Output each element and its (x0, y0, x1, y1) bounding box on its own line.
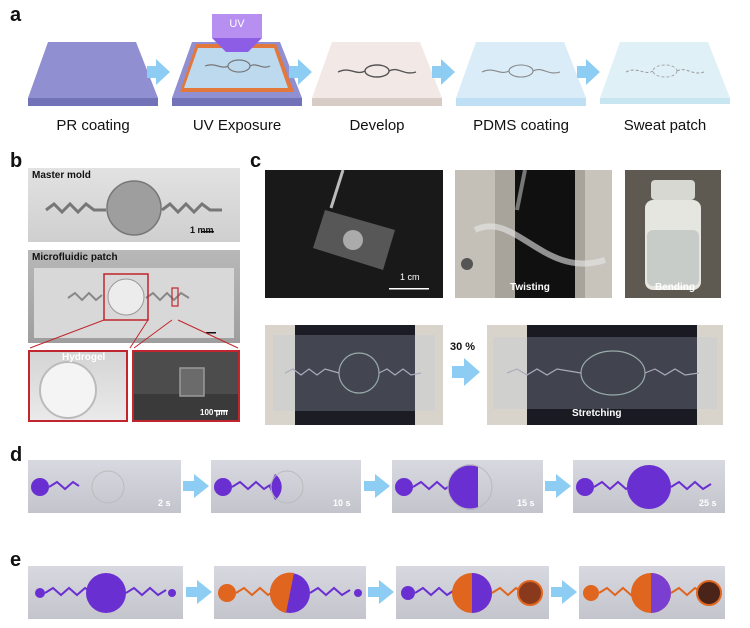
microfluidic-patch-photo (28, 250, 240, 343)
bending-label: Bending (655, 282, 695, 293)
twisting-photo (455, 170, 612, 298)
patch-on-black-photo (265, 170, 443, 298)
sweat-patch-plate (600, 42, 730, 104)
panel-label-b: b (10, 150, 23, 172)
d-arrow-1 (183, 474, 209, 498)
scale-bar-1cm: 1 cm (400, 272, 420, 282)
d-arrow-3 (545, 474, 571, 498)
uv-label: UV (229, 18, 245, 30)
sem-zoom-photo (132, 350, 240, 422)
time-25s: 25 s (699, 498, 717, 508)
twisting-label: Twisting (510, 282, 550, 293)
color-change-1-photo (28, 566, 183, 619)
pre-stretch-photo (265, 325, 443, 425)
stretched-photo (487, 325, 723, 425)
master-mold-label: Master mold (32, 170, 91, 181)
pdms-coating-plate (456, 42, 586, 106)
zoom-guide-lines (29, 319, 239, 349)
e-arrow-1 (186, 580, 212, 604)
hydrogel-zoom-photo (28, 350, 128, 422)
fabrication-steps (28, 14, 730, 106)
bending-photo (625, 170, 721, 298)
panel-label-e: e (10, 549, 22, 571)
time-10s: 10 s (333, 498, 351, 508)
wicking-2s-photo (28, 460, 181, 513)
color-change-2-photo (214, 566, 366, 619)
time-2s: 2 s (158, 498, 171, 508)
step-caption-1: PR coating (56, 117, 130, 134)
stretch-arrow-icon (452, 358, 480, 386)
wicking-25s-photo (573, 460, 725, 513)
color-change-4-photo (579, 566, 725, 619)
develop-plate (312, 42, 442, 106)
step-caption-4: PDMS coating (473, 117, 569, 134)
e-arrow-2 (368, 580, 394, 604)
panel-label-d: d (10, 444, 23, 466)
pr-coating-plate (28, 42, 158, 106)
uv-lamp-icon (212, 14, 262, 52)
step-caption-2: UV Exposure (192, 117, 282, 134)
d-arrow-2 (364, 474, 390, 498)
uv-exposure-plate (172, 42, 302, 106)
panel-label-c: c (250, 150, 262, 172)
process-arrows (147, 59, 600, 85)
step-caption-3: Develop (349, 117, 405, 134)
microfluidic-patch-label: Microfluidic patch (32, 252, 118, 263)
step-caption-5: Sweat patch (623, 117, 707, 134)
time-15s: 15 s (517, 498, 535, 508)
wicking-10s-photo (211, 460, 361, 513)
stretching-label: Stretching (572, 408, 622, 419)
wicking-15s-photo (392, 460, 543, 513)
e-arrow-3 (551, 580, 577, 604)
hydrogel-label: Hydrogel (62, 352, 106, 363)
scale-bar-1mm: 1 mm (190, 225, 214, 235)
color-change-3-photo (396, 566, 549, 619)
strain-label: 30 % (450, 341, 476, 353)
master-mold-photo (28, 168, 240, 242)
scale-bar-100um: 100 μm (200, 408, 228, 417)
panel-label-a: a (10, 4, 22, 26)
